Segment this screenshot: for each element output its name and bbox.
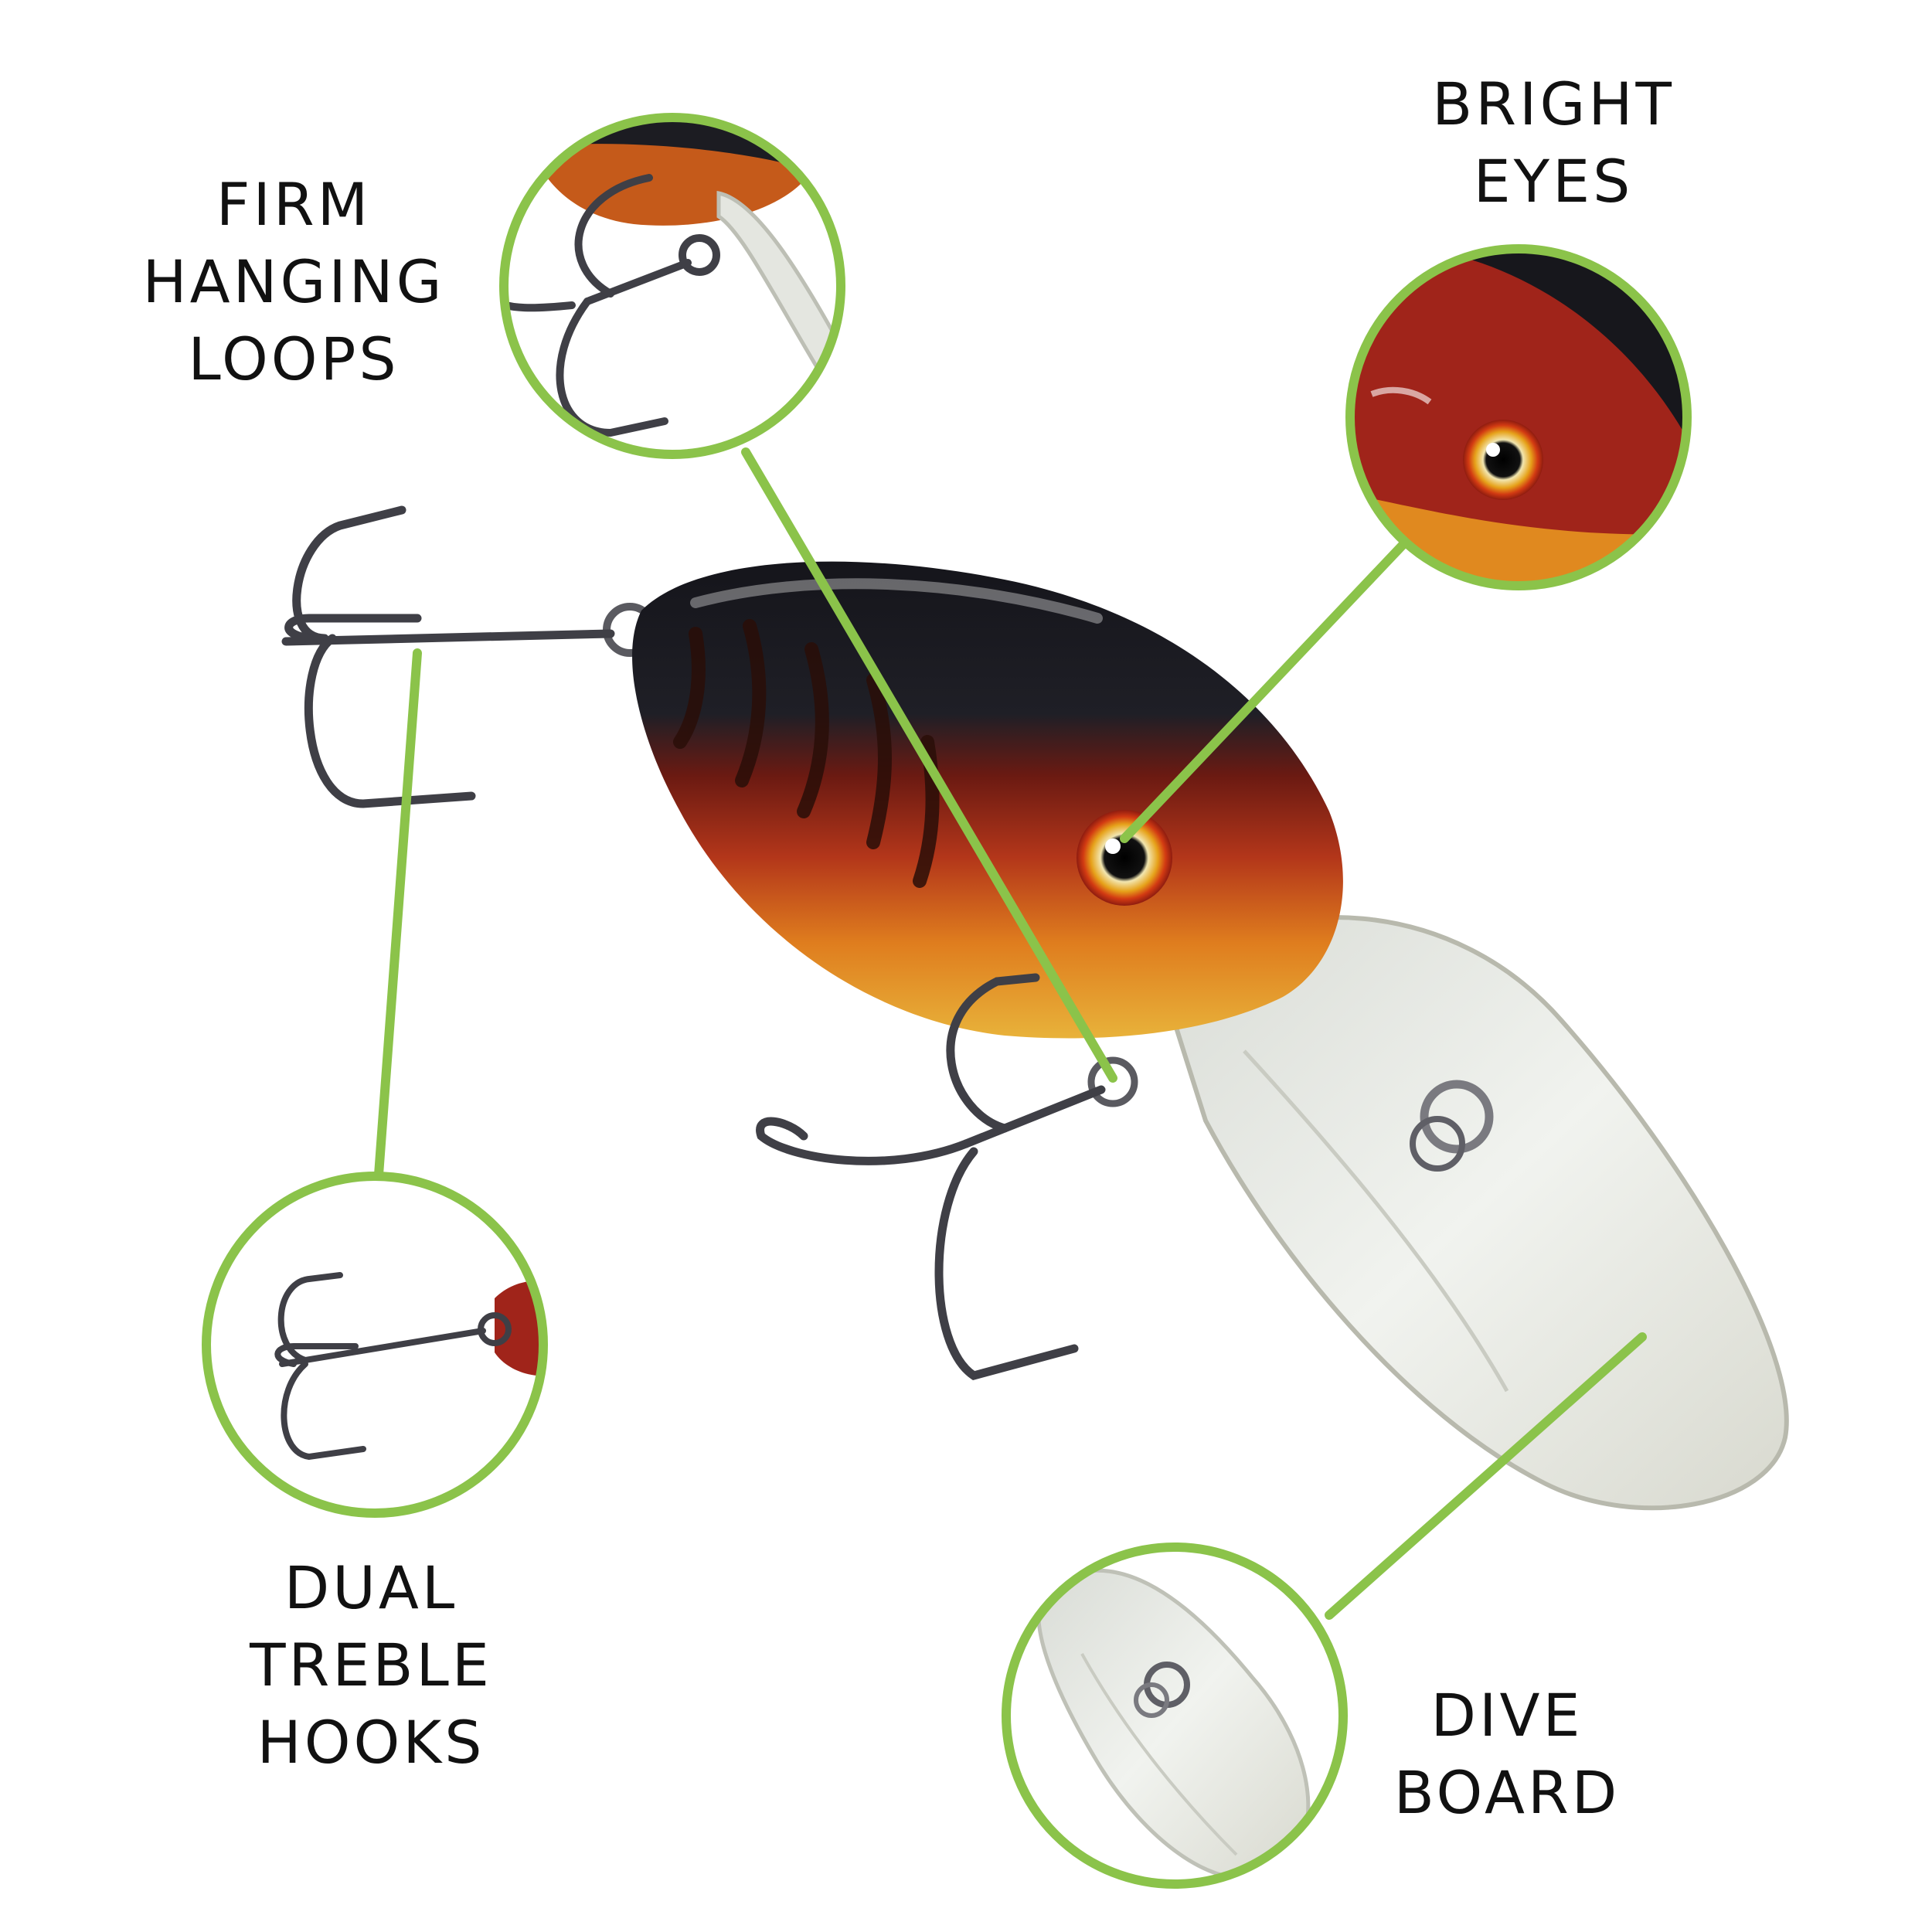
label-line: HOOKS [257,1708,485,1777]
label-firm-hanging-loops: FIRM HANGING LOOPS [108,166,479,398]
crankbait-lure [281,505,1789,1511]
dive-lip-closeup [1002,1543,1348,1889]
label-line: EYES [1473,147,1634,216]
connector-firm-loops [741,447,1117,1083]
connector-dive-board [1325,1332,1647,1620]
label-line: DIVE [1430,1681,1583,1750]
callout-connectors [374,447,1647,1620]
label-line: HANGING [142,247,445,316]
label-line: FIRM [216,170,372,239]
body-stripes [673,619,940,888]
label-bright-eyes: BRIGHT EYES [1391,66,1716,220]
body-highlight [690,578,1103,624]
treble-hook-closeup [202,1172,548,1518]
label-line: DUAL [284,1553,458,1622]
label-line: BRIGHT [1432,70,1675,138]
hanging-loop-closeup [499,113,845,459]
eye-glint [1105,838,1121,854]
eye-closeup [1345,244,1692,590]
label-line: BOARD [1393,1758,1621,1827]
connector-bright-eyes [1120,536,1411,843]
label-line: TREBLE [250,1631,492,1699]
lip-ridge [1243,1049,1509,1393]
label-dive-board: DIVE BOARD [1345,1677,1669,1832]
belly-treble-hook [756,973,1106,1380]
connector-dual-hooks [374,648,422,1179]
lure-eye [1077,810,1172,906]
line-tie-ring-inner [1410,1116,1465,1172]
lure-body [632,561,1343,1039]
belly-split-ring [1087,1056,1138,1107]
label-line: LOOPS [188,325,400,393]
dive-lip [1156,915,1789,1511]
rear-treble-hook [281,505,615,808]
line-tie-ring [1420,1080,1494,1154]
label-dual-treble-hooks: DUAL TREBLE HOOKS [209,1549,533,1781]
